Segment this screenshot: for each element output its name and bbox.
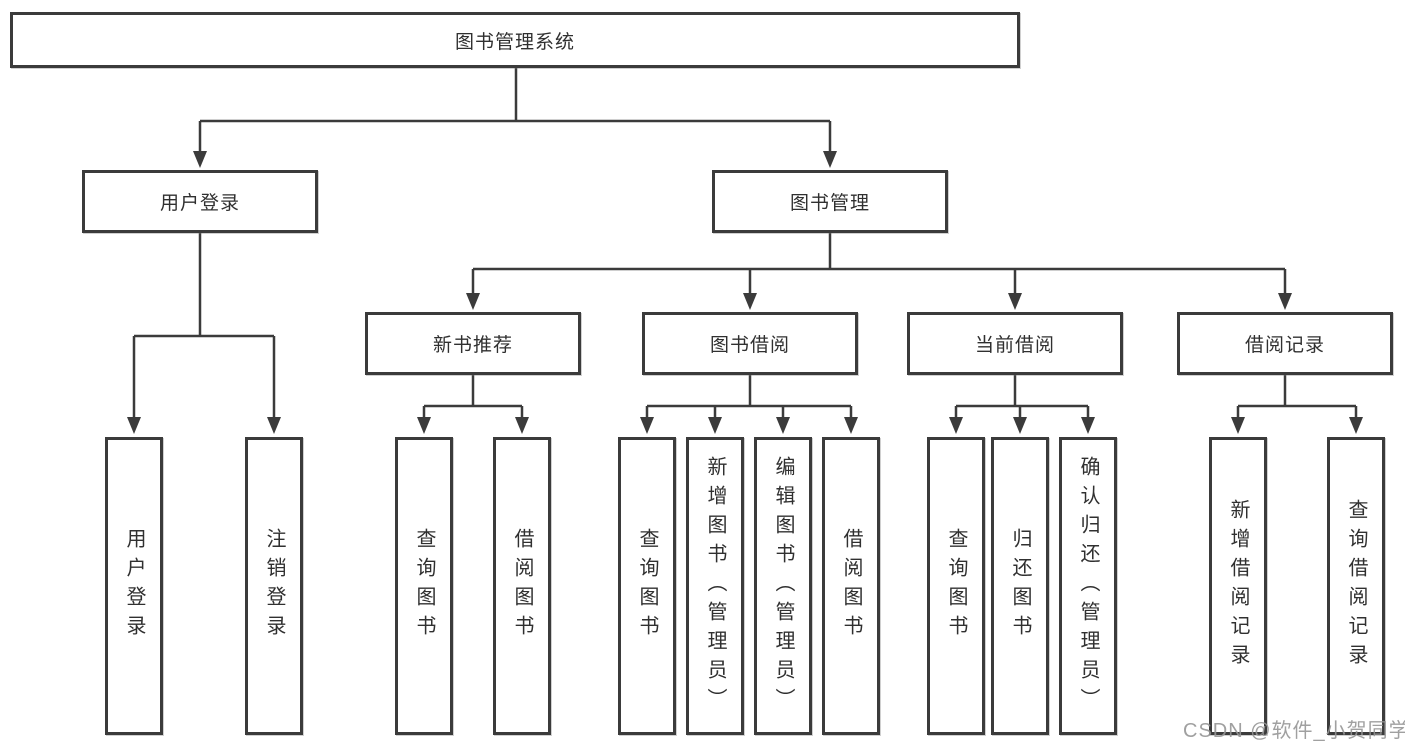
leaf-current-return-books: 归还图书 xyxy=(991,437,1049,735)
leaf-records-query-record: 查询借阅记录 xyxy=(1327,437,1385,735)
leaf-records-add-record: 新增借阅记录 xyxy=(1209,437,1267,735)
leaf-logout: 注销登录 xyxy=(245,437,303,735)
leaf-recommend-borrow-books: 借阅图书 xyxy=(493,437,551,735)
leaf-borrow-query-books: 查询图书 xyxy=(618,437,676,735)
leaf-current-query-books: 查询图书 xyxy=(927,437,985,735)
node-borrowing-records: 借阅记录 xyxy=(1177,312,1393,375)
node-book-management: 图书管理 xyxy=(712,170,948,233)
node-root: 图书管理系统 xyxy=(10,12,1020,68)
arrowheads xyxy=(127,151,1363,434)
node-new-book-recommendation: 新书推荐 xyxy=(365,312,581,375)
leaf-borrow-edit-books-admin: 编辑图书（管理员） xyxy=(754,437,812,735)
watermark: CSDN @软件_小贺同学 xyxy=(1183,720,1405,742)
leaf-user-login: 用户登录 xyxy=(105,437,163,735)
node-book-borrowing: 图书借阅 xyxy=(642,312,858,375)
node-user-login: 用户登录 xyxy=(82,170,318,233)
leaf-current-confirm-return-admin: 确认归还（管理员） xyxy=(1059,437,1117,735)
leaf-borrow-borrow-books: 借阅图书 xyxy=(822,437,880,735)
leaf-recommend-query-books: 查询图书 xyxy=(395,437,453,735)
leaf-borrow-add-books-admin: 新增图书（管理员） xyxy=(686,437,744,735)
node-current-borrowing: 当前借阅 xyxy=(907,312,1123,375)
